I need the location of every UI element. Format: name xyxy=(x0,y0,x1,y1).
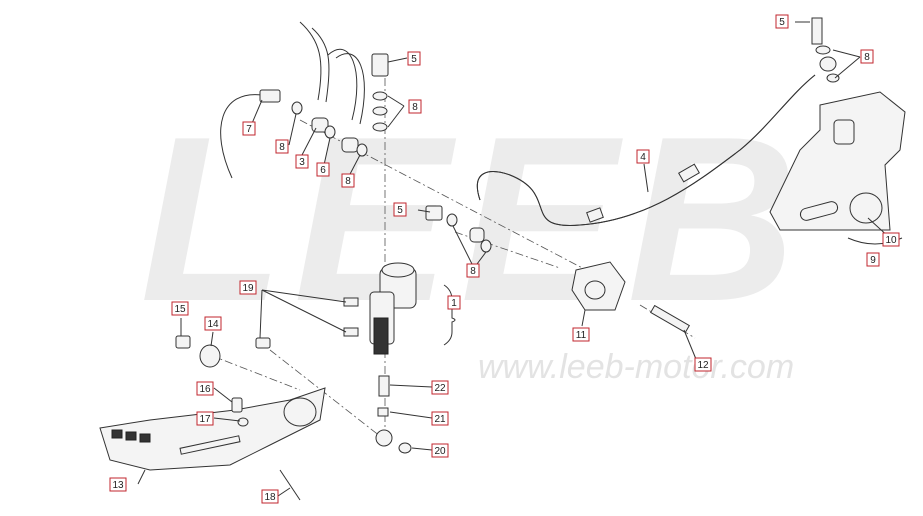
callout-c22: 22 xyxy=(431,380,449,395)
callout-label: 6 xyxy=(320,165,326,176)
callout-label: 3 xyxy=(299,157,305,168)
callout-box xyxy=(196,381,214,396)
watermark-brand: LEEB xyxy=(140,87,807,350)
callout-label: 8 xyxy=(864,52,870,63)
callout-c17: 17 xyxy=(196,411,214,426)
callout-c21: 21 xyxy=(431,411,449,426)
callout-label: 22 xyxy=(434,383,446,394)
callout-box xyxy=(431,380,449,395)
callout-box xyxy=(866,252,880,267)
master-cylinder-bracket xyxy=(443,284,456,346)
callout-label: 14 xyxy=(207,319,219,330)
callout-label: 10 xyxy=(885,235,897,246)
callout-box xyxy=(572,327,590,342)
callout-label: 17 xyxy=(199,414,211,425)
callout-label: 12 xyxy=(697,360,709,371)
brake-pedal xyxy=(99,387,326,471)
callout-c5a: 5 xyxy=(407,51,421,66)
callout-box xyxy=(636,149,650,164)
callout-box xyxy=(196,411,214,426)
callout-box xyxy=(171,301,189,316)
callout-c7: 7 xyxy=(242,121,256,136)
callout-c4: 4 xyxy=(636,149,650,164)
callout-box xyxy=(407,51,421,66)
callout-label: 5 xyxy=(397,205,403,216)
callout-c8c: 8 xyxy=(341,173,355,188)
callout-label: 1 xyxy=(451,298,457,309)
callout-label: 19 xyxy=(242,283,254,294)
callout-box xyxy=(694,357,712,372)
callout-label: 5 xyxy=(779,17,785,28)
callout-box xyxy=(204,316,222,331)
callout-c8d: 8 xyxy=(466,263,480,278)
callout-c15: 15 xyxy=(171,301,189,316)
callout-c11: 11 xyxy=(572,327,590,342)
callout-label: 20 xyxy=(434,446,446,457)
callout-box xyxy=(261,489,279,504)
callout-box xyxy=(447,295,461,310)
callout-box xyxy=(882,232,900,247)
banjo-bolt-middle xyxy=(425,205,492,253)
rear-caliper xyxy=(571,261,691,334)
callout-box xyxy=(109,477,127,492)
callout-c13: 13 xyxy=(109,477,127,492)
callout-box xyxy=(408,99,422,114)
callout-label: 8 xyxy=(470,266,476,277)
callout-c10: 10 xyxy=(882,232,900,247)
callout-box xyxy=(431,443,449,458)
callout-label: 4 xyxy=(640,152,646,163)
callout-box xyxy=(466,263,480,278)
pushrod-parts xyxy=(375,375,412,454)
callout-label: 16 xyxy=(199,384,211,395)
callout-box xyxy=(295,154,309,169)
callout-label: 13 xyxy=(112,480,124,491)
master-cylinder xyxy=(343,262,417,355)
brake-lines-top xyxy=(220,21,365,179)
callout-c19: 19 xyxy=(239,280,257,295)
callout-c8b: 8 xyxy=(275,139,289,154)
callout-label: 15 xyxy=(174,304,186,315)
callout-c1: 1 xyxy=(447,295,461,310)
callout-label: 18 xyxy=(264,492,276,503)
callout-box xyxy=(316,162,330,177)
caliper-bracket xyxy=(769,17,906,245)
callout-c9: 9 xyxy=(866,252,880,267)
callout-c8e: 8 xyxy=(860,49,874,64)
callout-label: 8 xyxy=(412,102,418,113)
callout-label: 7 xyxy=(246,124,252,135)
pedal-small-parts xyxy=(175,335,301,501)
callout-label: 5 xyxy=(411,54,417,65)
callout-label: 21 xyxy=(434,414,446,425)
callout-box xyxy=(393,202,407,217)
watermark-url: www.leeb-motor.com xyxy=(478,348,794,386)
callout-box xyxy=(341,173,355,188)
callout-c8a: 8 xyxy=(408,99,422,114)
callout-label: 11 xyxy=(576,330,587,341)
callout-c5c: 5 xyxy=(775,14,789,29)
callout-label: 8 xyxy=(345,176,351,187)
callout-c5b: 5 xyxy=(393,202,407,217)
callout-label: 8 xyxy=(279,142,285,153)
callout-box xyxy=(775,14,789,29)
callout-box xyxy=(431,411,449,426)
callout-c14: 14 xyxy=(204,316,222,331)
banjo-fittings-top xyxy=(259,53,389,157)
callout-box xyxy=(239,280,257,295)
callout-c12: 12 xyxy=(694,357,712,372)
callout-c18: 18 xyxy=(261,489,279,504)
callout-box xyxy=(242,121,256,136)
callout-box xyxy=(275,139,289,154)
brake-hose xyxy=(476,74,816,226)
callout-c3: 3 xyxy=(295,154,309,169)
callout-box xyxy=(860,49,874,64)
callout-c16: 16 xyxy=(196,381,214,396)
callout-c20: 20 xyxy=(431,443,449,458)
callout-label: 9 xyxy=(870,255,876,266)
callout-c6: 6 xyxy=(316,162,330,177)
